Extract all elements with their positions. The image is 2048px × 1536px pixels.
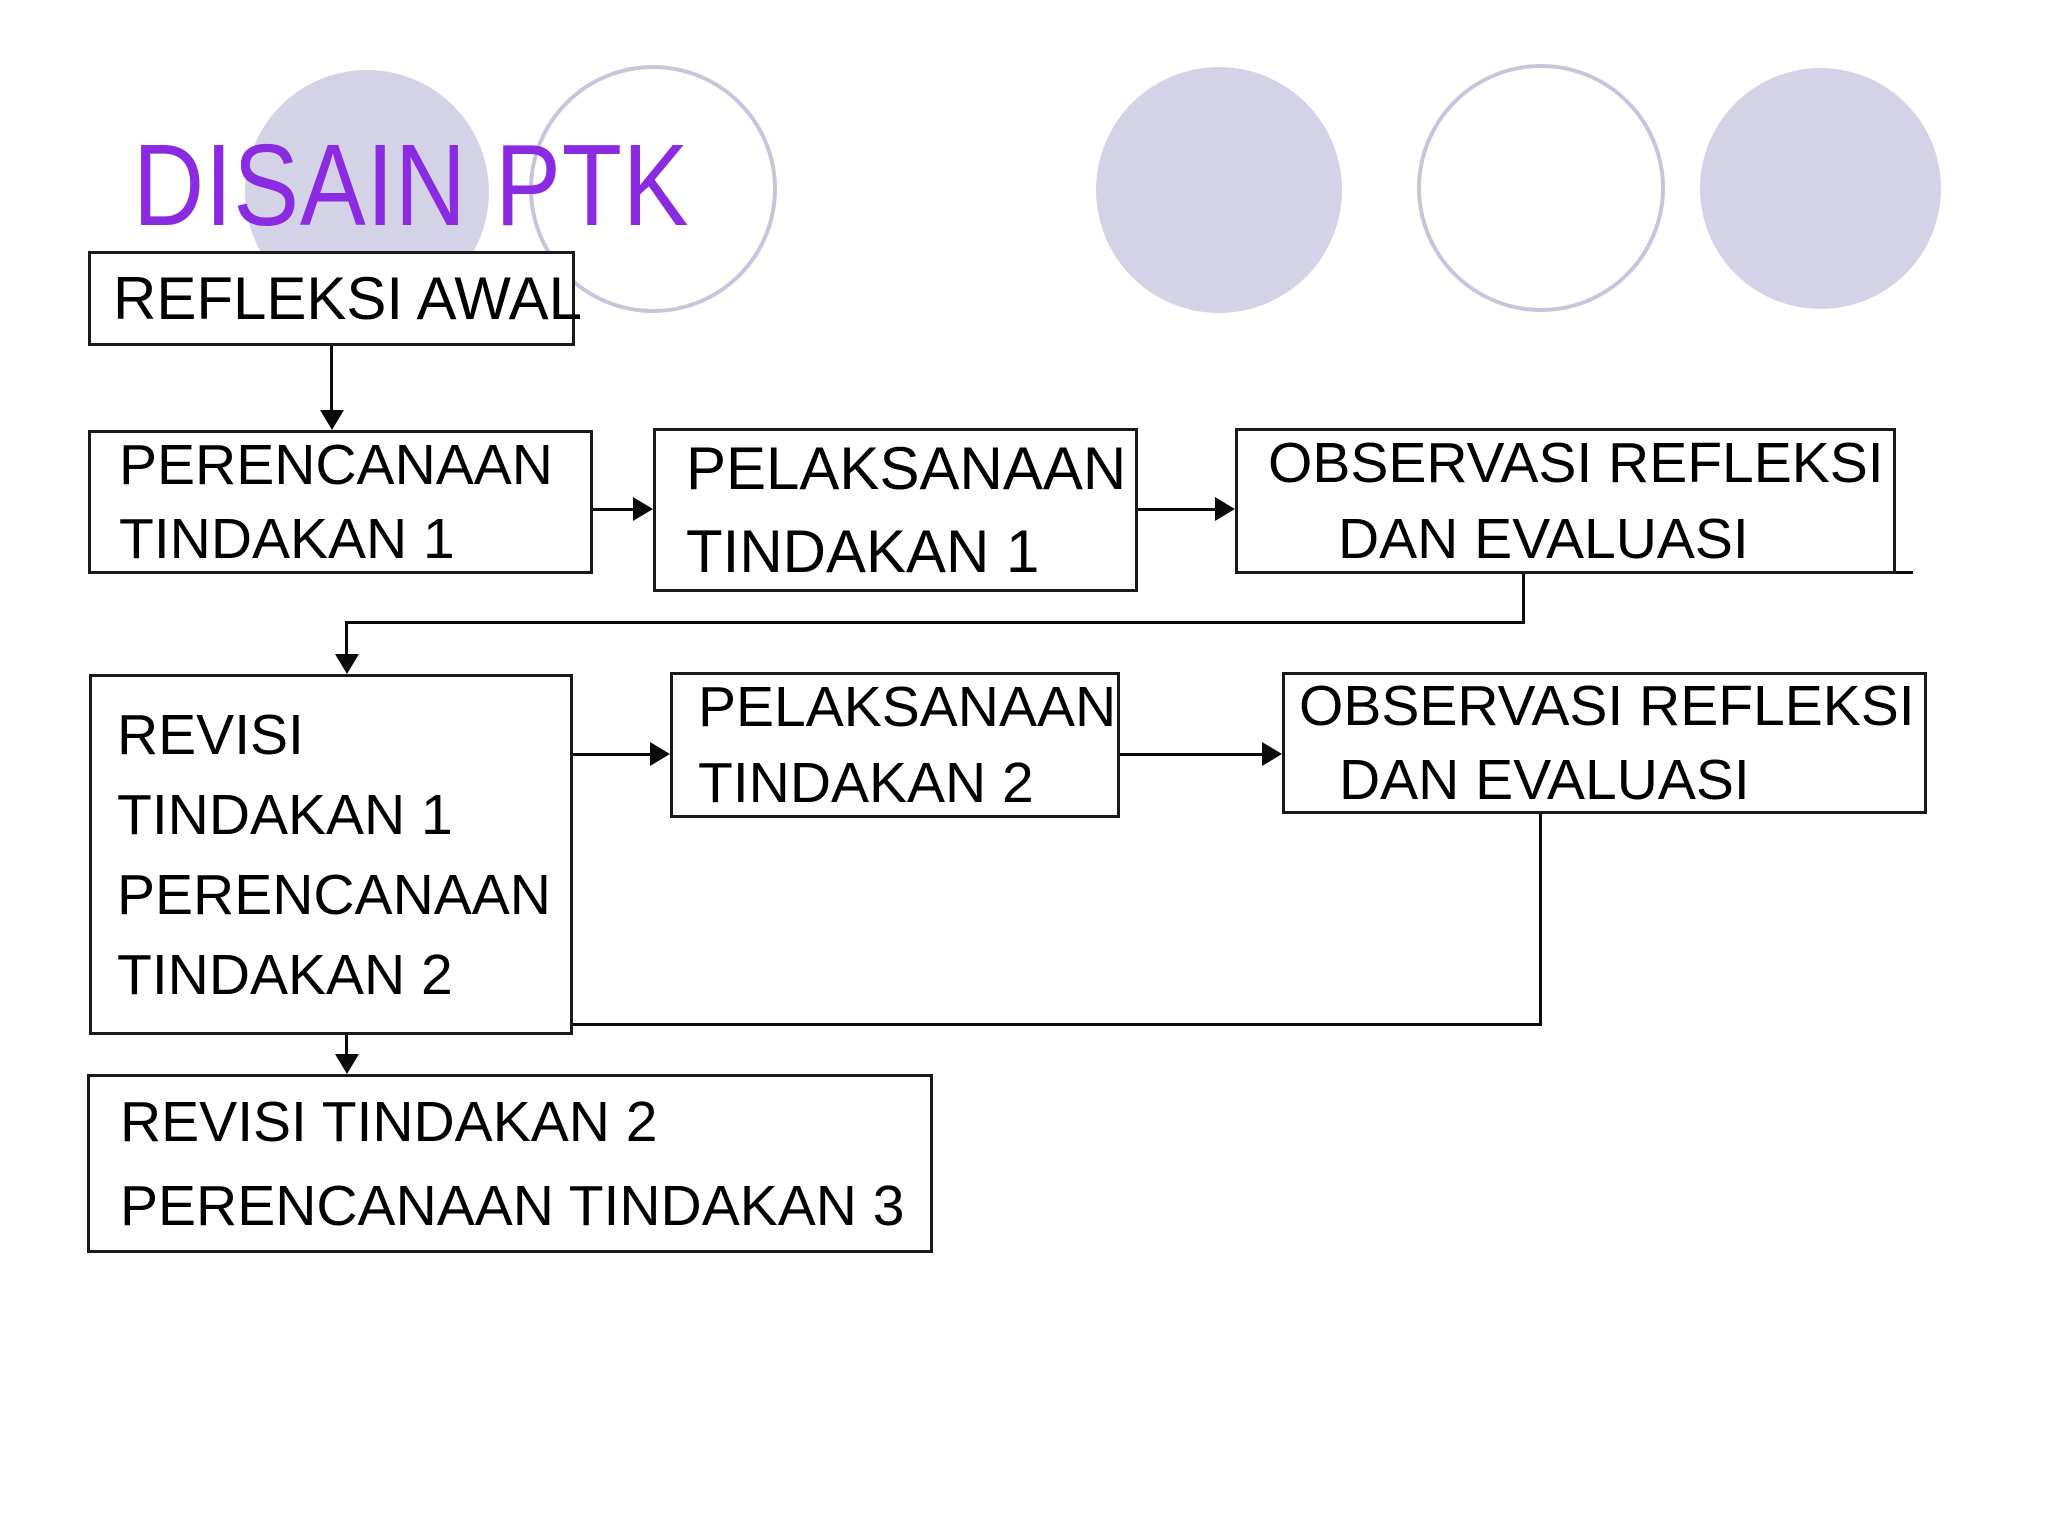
node-label-line: PERENCANAAN TINDAKAN 3 (120, 1173, 905, 1238)
node-pelaksanaan-tindakan-1: PELAKSANAAN TINDAKAN 1 (653, 428, 1138, 592)
connector-line (573, 753, 654, 756)
connector-line (345, 621, 348, 658)
connector-line (1522, 574, 1525, 624)
arrowhead-right-icon (650, 742, 670, 766)
node-observasi-refleksi-2: OBSERVASI REFLEKSI DAN EVALUASI (1282, 672, 1927, 814)
node-label-line: TINDAKAN 2 (698, 751, 1034, 815)
decorative-circle-right-2 (1700, 68, 1941, 309)
decorative-circle-right-1 (1096, 67, 1342, 313)
node-perencanaan-tindakan-1: PERENCANAAN TINDAKAN 1 (88, 430, 593, 574)
node-refleksi-awal: REFLEKSI AWAL (88, 251, 583, 346)
node-label-line: PERENCANAAN (117, 862, 551, 927)
node-pelaksanaan-tindakan-2: PELAKSANAAN TINDAKAN 2 (670, 672, 1120, 818)
arrowhead-right-icon (633, 497, 653, 521)
arrowhead-down-icon (320, 410, 344, 430)
node-label-line: TINDAKAN 1 (119, 507, 455, 571)
arrowhead-right-icon (1215, 497, 1235, 521)
node-label-line: REVISI TINDAKAN 2 (120, 1089, 658, 1154)
node-revisi-tindakan-2: REVISI TINDAKAN 2 PERENCANAAN TINDAKAN 3 (87, 1074, 933, 1253)
node-label-line: DAN EVALUASI (1338, 507, 1749, 571)
node-label-line: OBSERVASI REFLEKSI (1299, 674, 1915, 738)
connector-line (1138, 508, 1217, 511)
connector-line (345, 621, 1525, 624)
node-label-line: TINDAKAN 1 (686, 518, 1040, 585)
node-label-line: REFLEKSI AWAL (113, 264, 583, 332)
connector-line (1539, 814, 1542, 1025)
arrowhead-right-icon (1262, 742, 1282, 766)
node-label-line: TINDAKAN 2 (117, 942, 453, 1007)
node-label-line: PELAKSANAAN (686, 435, 1127, 502)
node-label-line: TINDAKAN 1 (117, 782, 453, 847)
node-label-line: REVISI (117, 702, 304, 767)
connector-line (593, 508, 637, 511)
connector-line (345, 1023, 348, 1058)
slide-title: DISAIN PTK (133, 120, 690, 250)
decorative-ring-behind-title (529, 65, 777, 313)
node-label-line: PERENCANAAN (119, 433, 553, 497)
connector-line (1120, 753, 1264, 756)
connector-stub (1896, 571, 1913, 574)
arrowhead-down-icon (335, 654, 359, 674)
node-label-line: PELAKSANAAN (698, 675, 1117, 739)
connector-line (330, 346, 333, 414)
node-label-line: DAN EVALUASI (1339, 748, 1750, 812)
node-revisi-tindakan-1: REVISI TINDAKAN 1 PERENCANAAN TINDAKAN 2 (89, 674, 573, 1035)
arrowhead-down-icon (335, 1054, 359, 1074)
node-label-line: OBSERVASI REFLEKSI (1268, 431, 1884, 495)
node-observasi-refleksi-1: OBSERVASI REFLEKSI DAN EVALUASI (1235, 428, 1896, 574)
connector-line (345, 1023, 1542, 1026)
decorative-ring-right (1417, 64, 1665, 312)
